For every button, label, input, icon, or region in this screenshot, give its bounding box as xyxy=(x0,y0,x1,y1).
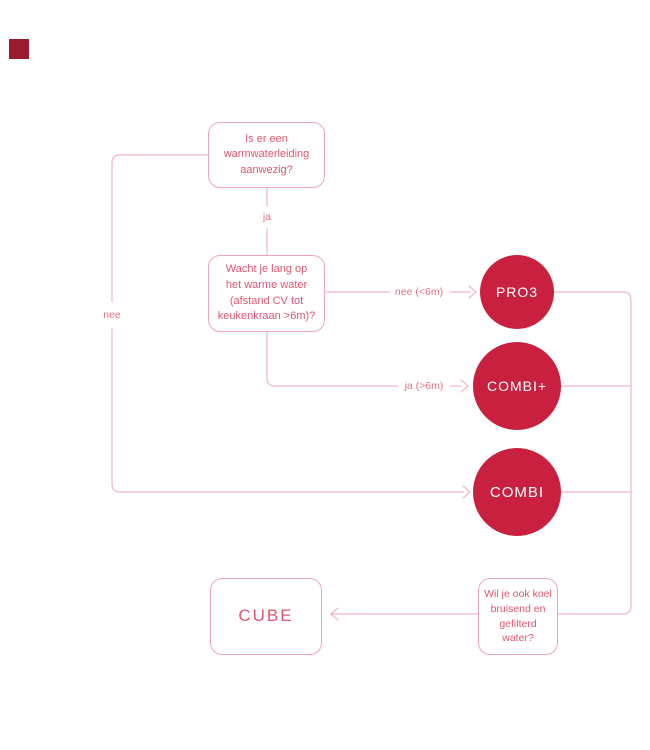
result-circle-combi: COMBI xyxy=(473,448,561,536)
result-circle-combi-plus: COMBI+ xyxy=(473,342,561,430)
edge-nee-path xyxy=(111,154,465,493)
result-circle-pro3: PRO3 xyxy=(480,255,554,329)
arrowhead-combiplus xyxy=(460,379,469,393)
result-label: PRO3 xyxy=(495,284,539,300)
edge-right-rail xyxy=(553,291,632,615)
result-label: COMBI xyxy=(489,483,545,501)
edge-label-ja-gt6m: ja (>6m) xyxy=(401,380,447,392)
question-text: Wacht je lang op het warme water (afstan… xyxy=(217,263,316,323)
edge-label-nee-lt6m: nee (<6m) xyxy=(391,286,447,298)
result-box-cube: CUBE xyxy=(210,578,322,655)
result-label: CUBE xyxy=(238,606,294,626)
arrowhead-pro3 xyxy=(468,285,477,299)
edge-label-nee: nee xyxy=(100,309,124,321)
edge-ja6m-path xyxy=(266,331,462,387)
question-box-koel-bruisend: Wil je ook koel bruisend en gefilterd wa… xyxy=(478,578,558,655)
result-label: COMBI+ xyxy=(486,378,548,394)
arrowhead-cube xyxy=(330,607,339,621)
arrowhead-combi xyxy=(462,485,471,499)
question-box-warmwaterleiding: Is er een warmwaterleiding aanwezig? xyxy=(208,122,325,188)
question-box-wachttijd: Wacht je lang op het warme water (afstan… xyxy=(208,255,325,332)
edge-label-ja: ja xyxy=(259,211,275,223)
question-text: Is er een warmwaterleiding aanwezig? xyxy=(223,132,310,176)
question-text: Wil je ook koel bruisend en gefilterd wa… xyxy=(484,587,552,645)
brand-logo-square xyxy=(9,39,29,59)
